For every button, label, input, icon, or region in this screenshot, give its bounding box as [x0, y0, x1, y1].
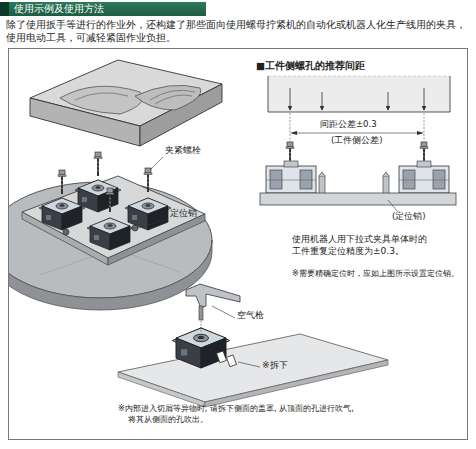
dimension-note: (工件侧公差): [331, 135, 383, 146]
note-text: 使用机器人用下拉式夹具单体时的 工件重复定位精度为±0.3。: [292, 234, 434, 257]
note-text: ※需要精确定位时，应如上图所示设置定位销。: [292, 268, 459, 279]
part-label: (定位销): [392, 211, 426, 222]
header-band: 使用示例及使用方法: [0, 2, 206, 16]
part-label: ※拆下: [262, 360, 288, 372]
part-label: 夹紧螺栓: [165, 145, 201, 157]
intro-text: 除了使用扳手等进行的作业外，还构建了那些面向使用螺母拧紧机的自动化或机器人化生产…: [6, 19, 474, 44]
dimension-label: 间距公差±0.3: [320, 119, 377, 130]
part-label: 定位销: [170, 208, 197, 220]
part-label: 空气枪: [237, 310, 264, 322]
sub-heading: ■工件侧螺孔的推荐间距: [256, 60, 365, 72]
footnote: ※内部进入切屑等异物时, 请拆下侧面的盖罩, 从顶面的孔进行吹气, 将其从侧面的…: [118, 403, 364, 424]
section-heading: 使用示例及使用方法: [14, 3, 104, 14]
